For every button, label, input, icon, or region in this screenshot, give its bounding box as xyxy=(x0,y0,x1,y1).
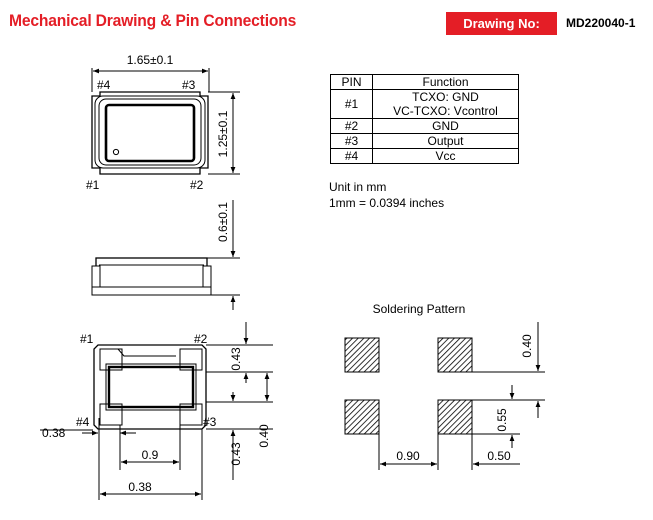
function-cell: Vcc xyxy=(372,148,519,164)
bottom-pad-height-bottom: 0.43 xyxy=(229,442,243,466)
top-pin-label: #2 xyxy=(190,178,204,192)
unit-note: Unit in mm 1mm = 0.0394 inches xyxy=(329,179,444,211)
pin-connection-table: PIN Function #1 TCXO: GND VC-TCXO: Vcont… xyxy=(330,74,519,164)
drawing-number-label: Drawing No: xyxy=(446,12,557,35)
unit-line: Unit in mm xyxy=(329,180,387,194)
solder-pad-gap: 0.40 xyxy=(520,334,534,358)
side-thickness-dimension: 0.6±0.1 xyxy=(216,202,230,242)
solder-pad xyxy=(344,337,380,373)
top-pin-label: #4 xyxy=(97,78,111,92)
table-row: #4 Vcc xyxy=(330,148,519,164)
bottom-pin-label: #2 xyxy=(194,332,208,346)
soldering-pattern xyxy=(344,322,545,470)
soldering-pattern-title: Soldering Pattern xyxy=(373,302,466,316)
function-line: TCXO: GND xyxy=(412,90,479,104)
conversion-line: 1mm = 0.0394 inches xyxy=(329,196,445,210)
bottom-pad-length-left: 0.38 xyxy=(42,426,66,440)
header-pin: PIN xyxy=(330,74,373,90)
top-pin-label: #1 xyxy=(86,178,100,192)
top-view xyxy=(91,68,240,175)
table-header-row: PIN Function xyxy=(330,74,519,90)
side-view xyxy=(91,200,240,310)
bottom-pad-gap-vertical: 0.40 xyxy=(257,424,271,448)
table-row: #3 Output xyxy=(330,133,519,149)
solder-pad xyxy=(437,399,473,435)
function-cell: GND xyxy=(372,118,519,134)
solder-pad-height: 0.55 xyxy=(495,408,509,432)
pin-cell: #4 xyxy=(330,148,373,164)
drawing-number-value: MD220040-1 xyxy=(566,16,636,30)
solder-pad xyxy=(437,337,473,373)
bottom-pin-label: #1 xyxy=(80,332,94,346)
bottom-pad-height-top: 0.43 xyxy=(229,347,243,371)
top-height-dimension: 1.25±0.1 xyxy=(216,110,230,157)
bottom-pad-length-bottom: 0.38 xyxy=(128,480,152,494)
bottom-pad-gap: 0.9 xyxy=(142,448,159,462)
solder-pad-width: 0.50 xyxy=(487,449,511,463)
solder-pad xyxy=(344,399,380,435)
bottom-view xyxy=(40,322,273,500)
solder-pad-spacing: 0.90 xyxy=(396,449,420,463)
top-pin-label: #3 xyxy=(182,78,196,92)
bottom-pin-label: #3 xyxy=(203,415,217,429)
top-width-dimension: 1.65±0.1 xyxy=(127,53,174,67)
page-title: Mechanical Drawing & Pin Connections xyxy=(9,11,297,30)
function-line: VC-TCXO: Vcontrol xyxy=(393,104,498,118)
bottom-pin-label: #4 xyxy=(76,415,90,429)
